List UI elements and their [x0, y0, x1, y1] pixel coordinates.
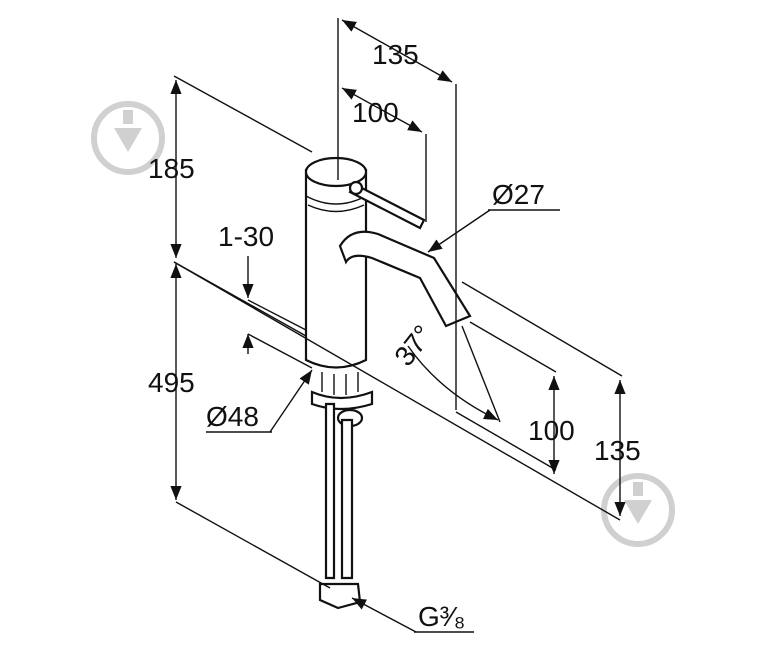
dim-angle: 37° — [388, 319, 438, 371]
dim-top-height: 185 — [148, 153, 195, 184]
dim-depth-total: 135 — [372, 39, 419, 70]
brand-logo-icon — [91, 101, 165, 175]
dim-deck-thickness: 1-30 — [218, 221, 274, 252]
dim-spout-reach: 135 — [594, 435, 641, 466]
dim-spout-height: 100 — [528, 415, 575, 446]
dim-connection: G³⁄₈ — [418, 601, 465, 632]
faucet-body — [304, 156, 472, 610]
dim-total-height: 495 — [148, 367, 195, 398]
brand-logo-icon — [601, 473, 675, 547]
dim-spout-diameter: Ø27 — [492, 179, 545, 210]
dim-body-diameter: Ø48 — [206, 401, 259, 432]
dimension-labels: 135 100 185 Ø27 1-30 495 37° Ø48 100 135… — [148, 39, 641, 632]
dimension-lines — [170, 18, 626, 633]
dim-lever-offset: 100 — [352, 97, 399, 128]
